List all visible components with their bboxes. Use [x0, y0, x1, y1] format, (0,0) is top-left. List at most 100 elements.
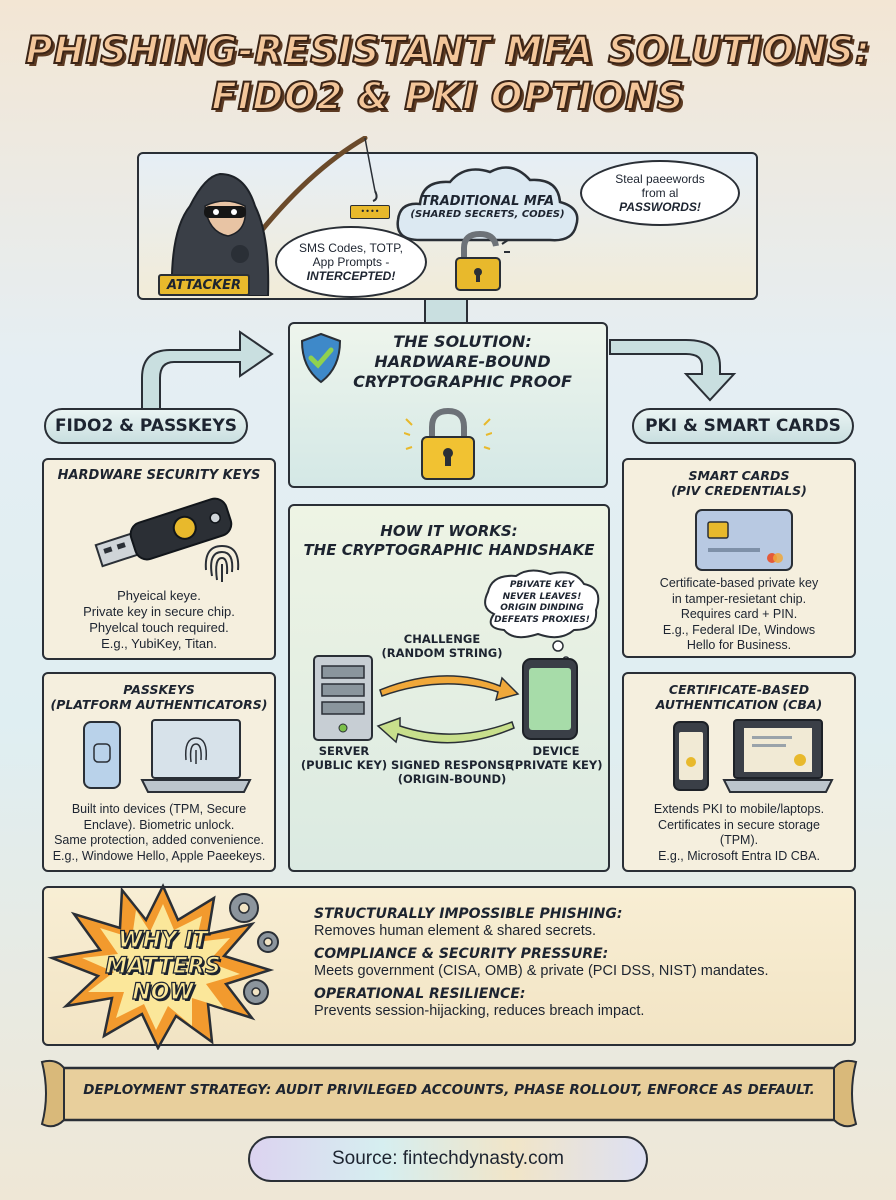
server-icon — [313, 655, 373, 741]
connector-bar — [424, 300, 468, 322]
laptop-fingerprint-icon — [140, 719, 252, 793]
cba-text-line: Extends PKI to mobile/laptops. — [653, 802, 825, 816]
pk-text-line: E.g., Windowe Hello, Apple Paeekeys. — [52, 848, 266, 863]
smart-cards-title-line-2: (PIV CREDENTIALS) — [671, 483, 807, 498]
fingerprint-icon — [204, 544, 240, 582]
attacker-illustration — [170, 136, 378, 296]
usb-security-key-icon — [94, 497, 233, 568]
page-title: PHISHING-RESISTANT MFA SOLUTIONS: FIDO2 … — [20, 28, 876, 120]
burst-line: NOW — [132, 979, 195, 1005]
thought-line: DEFEATS PROXIES! — [494, 614, 590, 625]
attacker-badge: ATTACKER — [158, 274, 250, 296]
smart-cards-panel: SMART CARDS (PIV CREDENTIALS) Certificat… — [622, 458, 856, 658]
why-item-heading: COMPLIANCE & SECURITY PRESSURE: — [314, 946, 609, 962]
how-title-line-2: THE CRYPTOGRAPHIC HANDSHAKE — [303, 541, 595, 559]
traditional-mfa-cloud — [396, 166, 579, 242]
steal-passwords-bubble: Steal paeewords from al PASSWORDS! — [580, 160, 740, 226]
why-item: STRUCTURALLY IMPOSSIBLE PHISHING: Remove… — [314, 906, 850, 940]
codes-intercepted-bubble: SMS Codes, TOTP, App Prompts - INTERCEPT… — [275, 226, 427, 298]
sc-text-line: in tamper-resietant chip. — [671, 591, 807, 606]
sc-text-line: Certificate-based private key — [659, 576, 819, 590]
passkeys-title-line-2: (PLATFORM AUTHENTICATORS) — [50, 697, 268, 712]
codes-bubble-emphasis: INTERCEPTED! — [306, 269, 396, 283]
broken-padlock-icon — [455, 230, 510, 291]
cba-panel: CERTIFICATE-BASED AUTHENTICATION (CBA) E… — [622, 672, 856, 872]
solution-line-1: THE SOLUTION: — [393, 332, 532, 351]
why-item: COMPLIANCE & SECURITY PRESSURE: Meets go… — [314, 946, 850, 980]
smart-card-icon — [695, 509, 793, 571]
thought-line: ORIGIN DINDING — [500, 603, 584, 613]
device-icon — [522, 658, 578, 740]
cba-text: Extends PKI to mobile/laptops. Certifica… — [624, 802, 854, 864]
pk-text-line: Same protection, added convenience. — [54, 833, 264, 847]
passkeys-title-line-1: PASSKEYS — [123, 682, 195, 697]
steal-bubble-emphasis: PASSWORDS! — [619, 200, 701, 214]
deployment-strategy: DEPLOYMENT STRATEGY: AUDIT PRIVILEGED AC… — [83, 1082, 815, 1098]
server-label: SERVER (PUBLIC KEY) — [296, 744, 392, 772]
challenge-line-1: CHALLENGE — [403, 632, 481, 646]
gold-padlock-icon — [404, 407, 492, 480]
why-item-text: Prevents session-hijacking, reduces brea… — [314, 1003, 645, 1019]
server-line-1: SERVER — [318, 744, 370, 758]
shield-check-icon — [300, 332, 342, 384]
passkeys-text: Built into devices (TPM, Secure Enclave)… — [44, 802, 274, 864]
source-pill: Source: fintechdynasty.com — [248, 1136, 648, 1182]
hooked-code-icon: •••• — [350, 205, 390, 219]
challenge-line-2: (RANDOM STRING) — [381, 646, 503, 660]
solution-heading: THE SOLUTION: HARDWARE-BOUND CRYPTOGRAPH… — [340, 332, 585, 392]
cba-text-line: (TPM). — [719, 833, 759, 847]
passkeys-title: PASSKEYS (PLATFORM AUTHENTICATORS) — [44, 682, 274, 712]
device-line-2: (PRIVATE KEY) — [509, 758, 603, 772]
sc-text-line: Requires card + PIN. — [680, 607, 798, 621]
why-item-heading: STRUCTURALLY IMPOSSIBLE PHISHING: — [314, 906, 623, 922]
pki-pill-label: PKI & SMART CARDS — [645, 416, 841, 436]
hw-text-line: Phyeical keye. — [117, 588, 201, 603]
handshake-arrows — [376, 675, 520, 744]
codes-bubble-text: SMS Codes, TOTP, App Prompts - — [298, 241, 404, 269]
fido2-pill-label: FIDO2 & PASSKEYS — [54, 416, 238, 436]
cba-text-line: Certificates in secure storage — [658, 817, 820, 832]
response-label: SIGNED RESPONSE (ORIGIN-BOUND) — [384, 758, 520, 786]
phone-certificate-icon — [673, 721, 709, 791]
fido2-pill: FIDO2 & PASSKEYS — [44, 408, 248, 444]
passkeys-panel: PASSKEYS (PLATFORM AUTHENTICATORS) Built… — [42, 672, 276, 872]
why-item-heading: OPERATIONAL RESILIENCE: — [314, 986, 526, 1002]
attacker-label: ATTACKER — [166, 277, 241, 293]
phone-faceid-icon — [83, 721, 121, 789]
traditional-mfa-title: TRADITIONAL MFA — [420, 194, 555, 209]
cba-title-line-2: AUTHENTICATION (CBA) — [655, 697, 823, 712]
thought-line: PBIVATE KEY — [509, 580, 575, 590]
sc-text-line: Hello for Business. — [686, 638, 792, 652]
smart-cards-title: SMART CARDS (PIV CREDENTIALS) — [624, 468, 854, 498]
hardware-keys-title: HARDWARE SECURITY KEYS — [57, 468, 261, 483]
cba-title-line-1: CERTIFICATE-BASED — [668, 682, 810, 697]
device-line-1: DEVICE — [532, 744, 580, 758]
why-burst — [47, 883, 279, 1050]
traditional-mfa-subtitle: (SHARED SECRETS, CODES) — [410, 209, 565, 220]
cba-title: CERTIFICATE-BASED AUTHENTICATION (CBA) — [624, 682, 854, 712]
pk-text-line: Built into devices (TPM, Secure — [71, 802, 247, 816]
title-line-1: PHISHING-RESISTANT MFA SOLUTIONS: — [24, 28, 871, 73]
hw-text-line: Private key in secure chip. — [83, 604, 235, 619]
why-items: STRUCTURALLY IMPOSSIBLE PHISHING: Remove… — [314, 906, 850, 1020]
why-burst-text: WHY IT MATTERS NOW — [88, 927, 238, 1006]
hw-text-line: Phyelcal touch required. — [89, 620, 229, 635]
branch-arrows — [141, 330, 737, 420]
how-it-works-title: HOW IT WORKS: THE CRYPTOGRAPHIC HANDSHAK… — [290, 522, 608, 560]
why-item-text: Removes human element & shared secrets. — [314, 923, 597, 939]
deployment-scroll — [40, 1059, 858, 1128]
response-line-1: SIGNED RESPONSE — [391, 758, 513, 772]
cba-text-line: E.g., Microsoft Entra ID CBA. — [658, 848, 820, 863]
hardware-keys-panel: HARDWARE SECURITY KEYS Phyeical keye. Pr… — [42, 458, 276, 660]
pk-text-line: Enclave). Biometric unlock. — [83, 817, 235, 832]
why-item-text: Meets government (CISA, OMB) & private (… — [314, 963, 769, 979]
pki-pill: PKI & SMART CARDS — [632, 408, 854, 444]
device-label: DEVICE (PRIVATE KEY) — [504, 744, 608, 772]
sc-text-line: E.g., Federal IDe, Windows — [662, 622, 816, 637]
hw-text-line: E.g., YubiKey, Titan. — [101, 636, 217, 651]
thought-bubble-text: PBIVATE KEY NEVER LEAVES! ORIGIN DINDING… — [488, 580, 596, 626]
traditional-mfa-text: TRADITIONAL MFA (SHARED SECRETS, CODES) — [400, 194, 575, 220]
challenge-label: CHALLENGE (RANDOM STRING) — [372, 632, 512, 660]
burst-line: MATTERS — [105, 953, 221, 979]
solution-line-3: CRYPTOGRAPHIC PROOF — [353, 372, 572, 391]
